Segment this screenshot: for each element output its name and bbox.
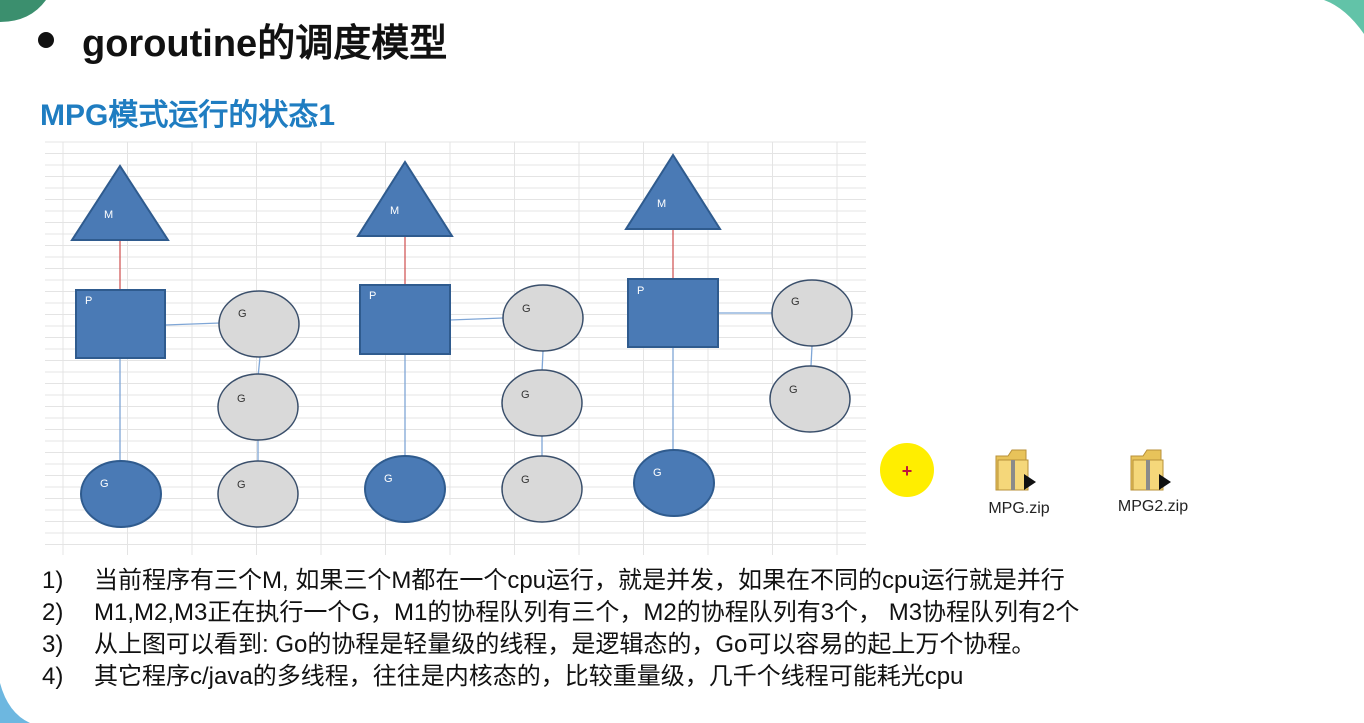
pointer-symbol: + [902, 461, 913, 481]
slide-title: goroutine的调度模型 [30, 12, 447, 67]
note-text: M1,M2,M3正在执行一个G，M1的协程队列有三个，M2的协程队列有3个， M… [94, 599, 1080, 626]
m-label: M [390, 205, 399, 217]
m-thread: M [70, 164, 170, 241]
queued-goroutine: G [501, 369, 583, 437]
p-processor: P [75, 289, 166, 359]
diagram-grid [45, 141, 866, 555]
note-item: 4) 其它程序c/java的多线程，往往是内核态的，比较重量级，几千个线程可能耗… [42, 661, 1079, 693]
running-goroutine: G [633, 449, 715, 517]
queued-g-label: G [237, 393, 246, 405]
note-number: 1) [42, 567, 64, 594]
mpg-group-3: M P G G G [624, 153, 853, 517]
notes-list: 1) 当前程序有三个M, 如果三个M都在一个cpu运行，就是并发，如果在不同的c… [42, 565, 1079, 693]
queued-goroutine: G [502, 284, 584, 352]
note-item: 2) M1,M2,M3正在执行一个G，M1的协程队列有三个，M2的协程队列有3个… [42, 597, 1079, 629]
running-goroutine: G [80, 460, 162, 528]
queued-goroutine: G [217, 460, 299, 528]
queued-g-label: G [789, 384, 798, 396]
queued-goroutine: G [218, 290, 300, 358]
corner-decoration-top-right [1324, 0, 1364, 34]
mpg-group-2: M P G G G G [356, 160, 584, 523]
running-g-label: G [384, 473, 393, 485]
note-item: 3) 从上图可以看到: Go的协程是轻量级的线程，是逻辑态的，Go可以容易的起上… [42, 629, 1079, 661]
queued-goroutine: G [217, 373, 299, 441]
zip-folder-icon[interactable] [995, 449, 1036, 491]
queued-goroutine: G [771, 279, 853, 347]
queued-g-label: G [521, 389, 530, 401]
note-number: 3) [42, 631, 64, 658]
note-number: 4) [42, 663, 64, 690]
file-name: MPG.zip [988, 500, 1050, 517]
corner-decoration-top-left [0, 0, 46, 22]
queued-g-label: G [237, 479, 246, 491]
pointer-highlight: + [880, 443, 934, 497]
title-bullet [38, 31, 54, 48]
running-g-label: G [100, 478, 109, 490]
m-thread: M [356, 160, 454, 237]
running-goroutine: G [364, 455, 446, 523]
running-g-label: G [653, 467, 662, 479]
p-processor: P [359, 284, 451, 355]
queued-goroutine: G [501, 455, 583, 523]
m-label: M [104, 209, 113, 221]
note-item: 1) 当前程序有三个M, 如果三个M都在一个cpu运行，就是并发，如果在不同的c… [42, 565, 1079, 597]
queued-g-label: G [238, 308, 247, 320]
queued-g-label: G [522, 303, 531, 315]
zip-folder-icon[interactable] [1130, 449, 1171, 491]
file-mpg-zip[interactable]: MPG.zip [964, 500, 1074, 518]
m-thread: M [624, 153, 722, 230]
m-label: M [657, 198, 666, 210]
title-text: goroutine的调度模型 [82, 23, 448, 65]
file-mpg2-zip[interactable]: MPG2.zip [1098, 498, 1208, 516]
p-processor: P [627, 278, 719, 348]
note-text: 从上图可以看到: Go的协程是轻量级的线程，是逻辑态的，Go可以容易的起上万个协… [94, 631, 1036, 658]
p-label: P [85, 295, 92, 307]
mpg-group-1: M P G G G G [70, 164, 300, 528]
corner-decoration-bottom-left [0, 683, 30, 723]
p-label: P [637, 285, 644, 297]
queued-goroutine: G [769, 365, 851, 433]
queued-g-label: G [521, 474, 530, 486]
p-label: P [369, 290, 376, 302]
note-text: 其它程序c/java的多线程，往往是内核态的，比较重量级，几千个线程可能耗光cp… [94, 663, 964, 690]
queued-g-label: G [791, 296, 800, 308]
slide-subtitle: MPG模式运行的状态1 [40, 99, 336, 132]
file-name: MPG2.zip [1117, 498, 1189, 515]
note-text: 当前程序有三个M, 如果三个M都在一个cpu运行，就是并发，如果在不同的cpu运… [94, 567, 1065, 594]
note-number: 2) [42, 599, 64, 626]
